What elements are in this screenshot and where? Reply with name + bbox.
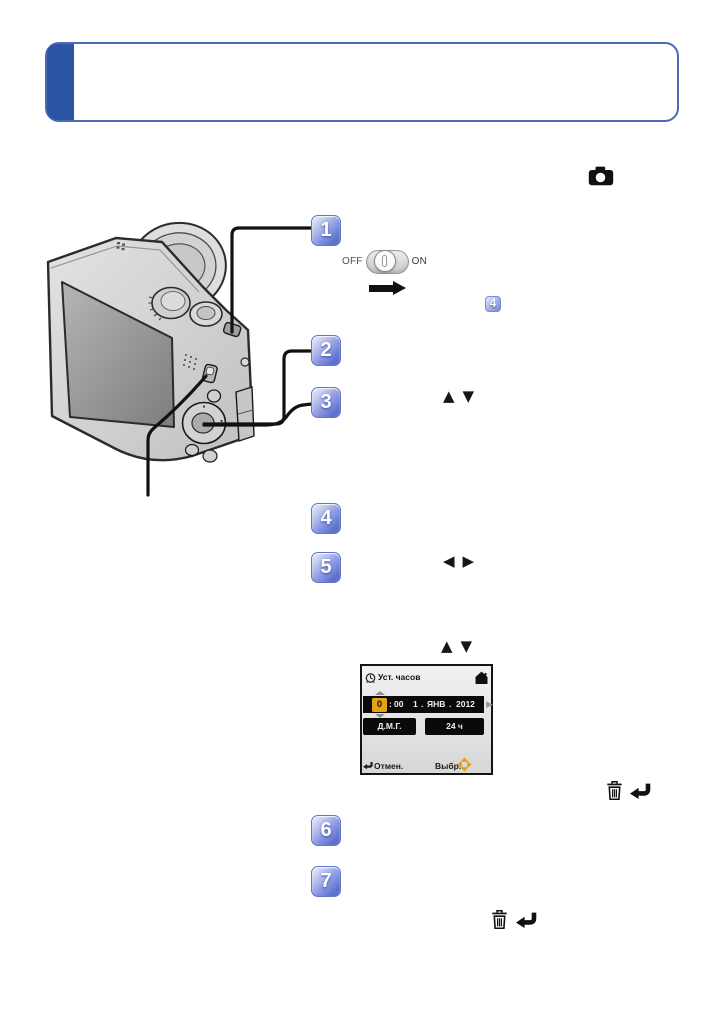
step-3-badge: 3 (311, 387, 341, 418)
spinner-down-icon (374, 714, 385, 718)
speaker-grille (183, 354, 197, 370)
delete-icon (607, 781, 622, 800)
off-label: OFF (342, 256, 363, 267)
cancel-label: Отмен. (374, 761, 404, 771)
step-1-badge: 1 (311, 215, 341, 246)
step-7-badge: 7 (311, 866, 341, 897)
clock-icon (365, 673, 376, 683)
side-door (235, 386, 255, 442)
separator-dot: . (421, 699, 424, 709)
spinner-up-icon (374, 691, 385, 695)
return-icon (516, 912, 537, 928)
cancel-back-icon (363, 761, 373, 770)
shutter-button (189, 301, 223, 327)
proceed-arrow-icon (369, 281, 406, 296)
step-4-inline-badge: 4 (485, 296, 501, 312)
date-time-bar: 0 : 00 1 . ЯНВ . 2012 (363, 691, 484, 718)
clock-screen-title: Уст. часов (378, 672, 421, 682)
down-arrow-icon: ▼ (460, 637, 473, 655)
power-switch-figure: OFF ON (342, 248, 427, 275)
up-arrow-icon: ▲ (443, 387, 455, 405)
home-icon (475, 671, 488, 684)
separator-dot: . (449, 699, 452, 709)
year-value: 2012 (456, 699, 475, 709)
dpad-icon (457, 757, 472, 772)
right-arrow-icon: ▶ (462, 552, 475, 570)
exposure-button (206, 389, 222, 403)
camera-illustration (46, 221, 314, 497)
left-arrow-icon: ◀ (443, 552, 455, 570)
delete-icon (492, 910, 507, 929)
step-6-badge: 6 (311, 815, 341, 846)
lcd-screen (61, 281, 175, 428)
up-arrow-icon: ▲ (441, 637, 453, 655)
callout-lines (146, 226, 314, 497)
camera-icon (588, 166, 614, 186)
up-down-cursor-hint-2: ▲ ▼ (441, 637, 472, 655)
month-value: ЯНВ (427, 699, 446, 709)
callout-step3 (202, 402, 314, 427)
next-field-chevron-icon: ▶ (486, 700, 493, 710)
callout-step1 (230, 226, 314, 334)
minute-value: 00 (394, 699, 404, 709)
return-icon (630, 783, 651, 799)
callout-down (146, 374, 208, 497)
step-2-badge: 2 (311, 335, 341, 366)
power-switch-knob (373, 250, 396, 272)
day-value: 1 (413, 699, 418, 709)
colon: : (389, 699, 392, 709)
select-label: Выбр. (435, 761, 462, 771)
power-switch-pill (365, 249, 409, 274)
date-format-button: Д.М.Г. (363, 718, 416, 735)
step-4-badge: 4 (311, 503, 341, 534)
selected-hour-field: 0 (372, 697, 387, 712)
mode-dial (148, 286, 191, 321)
step-5-badge: 5 (311, 552, 341, 583)
clock-setting-screen: Уст. часов 0 : 00 1 . ЯНВ . 2012 ▶ Д.М.Г… (360, 664, 493, 775)
on-label: ON (411, 256, 428, 267)
section-title-box (45, 42, 679, 122)
time-format-button: 24 ч (425, 718, 484, 735)
up-down-cursor-hint: ▲ ▼ (443, 387, 474, 405)
section-accent-bar (47, 44, 74, 120)
down-arrow-icon: ▼ (462, 387, 475, 405)
left-right-cursor-hint: ◀ ▶ (443, 552, 474, 570)
